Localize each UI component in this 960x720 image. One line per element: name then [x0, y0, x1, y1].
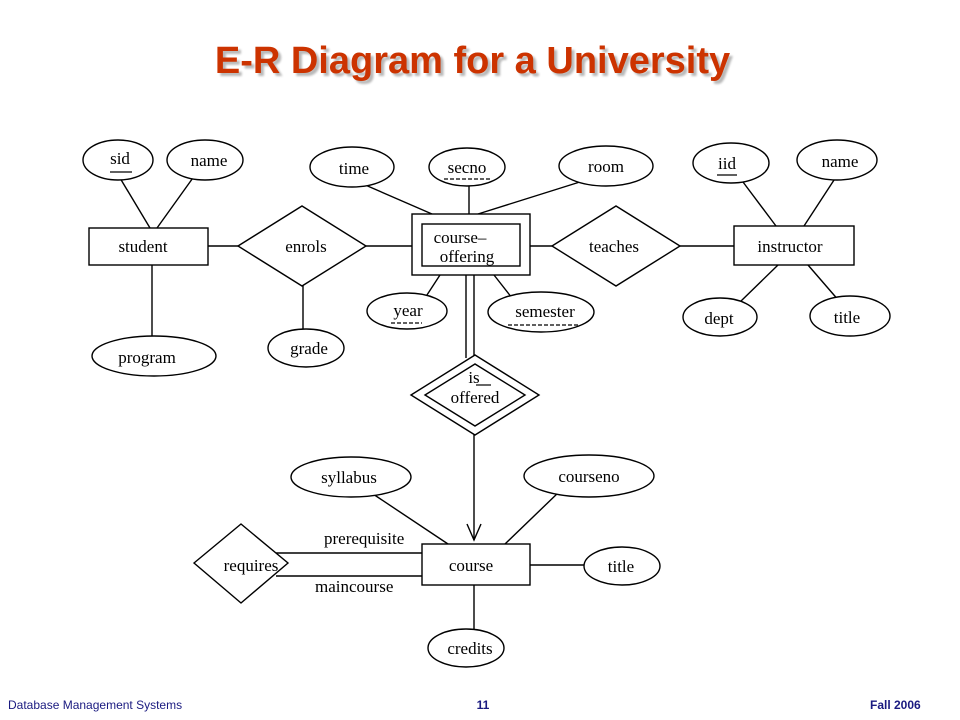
line-name-instructor — [803, 176, 837, 227]
attribute-room — [558, 145, 654, 187]
attribute-student-name — [166, 139, 244, 181]
line-offering-semester — [493, 274, 513, 299]
attribute-sid — [82, 139, 154, 181]
line-instructor-title — [807, 264, 841, 303]
line-room-offering — [477, 180, 584, 215]
attribute-dept — [682, 297, 758, 337]
entity-instructor — [733, 225, 855, 266]
entity-course-offering-inner — [421, 223, 521, 267]
attribute-course-title-label: title — [608, 557, 634, 576]
attribute-semester — [487, 291, 595, 333]
slide-title: E-R Diagram for a University — [214, 40, 731, 82]
entity-course — [421, 543, 531, 586]
line-offering-year — [424, 274, 441, 299]
attribute-time — [309, 146, 395, 188]
line-time-offering — [362, 183, 433, 215]
relationship-teaches — [550, 205, 682, 287]
attribute-year — [366, 292, 448, 330]
attribute-courseno — [523, 454, 655, 498]
line-courseno-course — [504, 490, 561, 545]
attribute-secno-label: secno — [448, 158, 487, 177]
attribute-program-label: program — [118, 348, 176, 367]
relationship-teaches-label: teaches — [589, 237, 639, 256]
entity-course-label: course — [449, 556, 493, 575]
entity-course-offering-label-2: offering — [440, 247, 495, 266]
attribute-credits-label: credits — [447, 639, 492, 658]
attribute-program — [91, 335, 217, 377]
arrow-head-course — [466, 523, 482, 542]
footer-term: Fall 2006 — [870, 698, 921, 712]
attribute-iid-label: iid — [718, 154, 736, 173]
attribute-instructor-title-label: title — [834, 308, 860, 327]
line-sid-student — [119, 177, 151, 229]
line-syllabus-course — [369, 491, 449, 545]
attribute-student-name-label: name — [191, 151, 228, 170]
relationship-is-offered-label-1: is — [468, 368, 479, 387]
attribute-grade — [267, 328, 345, 368]
entity-course-offering-label-1: course– — [434, 228, 487, 247]
line-instructor-dept — [739, 264, 779, 303]
attribute-semester-label: semester — [515, 302, 575, 321]
attribute-instructor-name-label: name — [822, 152, 859, 171]
attribute-time-label: time — [339, 159, 369, 178]
attribute-instructor-name — [796, 139, 878, 181]
line-name-student — [156, 174, 196, 229]
relationship-requires-label: requires — [224, 556, 279, 575]
attribute-syllabus — [290, 456, 412, 498]
relationship-is-offered-label-2: offered — [451, 388, 500, 407]
entity-student-label: student — [118, 237, 167, 256]
role-maincourse-label: maincourse — [315, 577, 393, 596]
attribute-syllabus-label: syllabus — [321, 468, 377, 487]
relationship-enrols-label: enrols — [285, 237, 327, 256]
attribute-courseno-label: courseno — [558, 467, 619, 486]
line-iid-instructor — [739, 177, 777, 227]
footer-course-name: Database Management Systems — [8, 698, 183, 712]
entity-student — [88, 227, 209, 266]
role-prerequisite-label: prerequisite — [324, 529, 404, 548]
relationship-requires — [192, 523, 290, 604]
attribute-secno — [428, 147, 506, 187]
attribute-room-label: room — [588, 157, 624, 176]
relationship-enrols — [236, 205, 368, 287]
attribute-grade-label: grade — [290, 339, 328, 358]
attribute-sid-label: sid — [110, 149, 130, 168]
attribute-credits — [427, 628, 505, 668]
relationship-is-offered-inner — [423, 363, 527, 427]
attribute-dept-label: dept — [704, 309, 734, 328]
entity-instructor-label: instructor — [757, 237, 822, 256]
attribute-iid — [692, 142, 770, 184]
attribute-year-label: year — [393, 301, 423, 320]
footer-page-number: 11 — [476, 698, 490, 712]
attribute-course-title — [583, 546, 661, 586]
attribute-instructor-title — [809, 295, 891, 337]
